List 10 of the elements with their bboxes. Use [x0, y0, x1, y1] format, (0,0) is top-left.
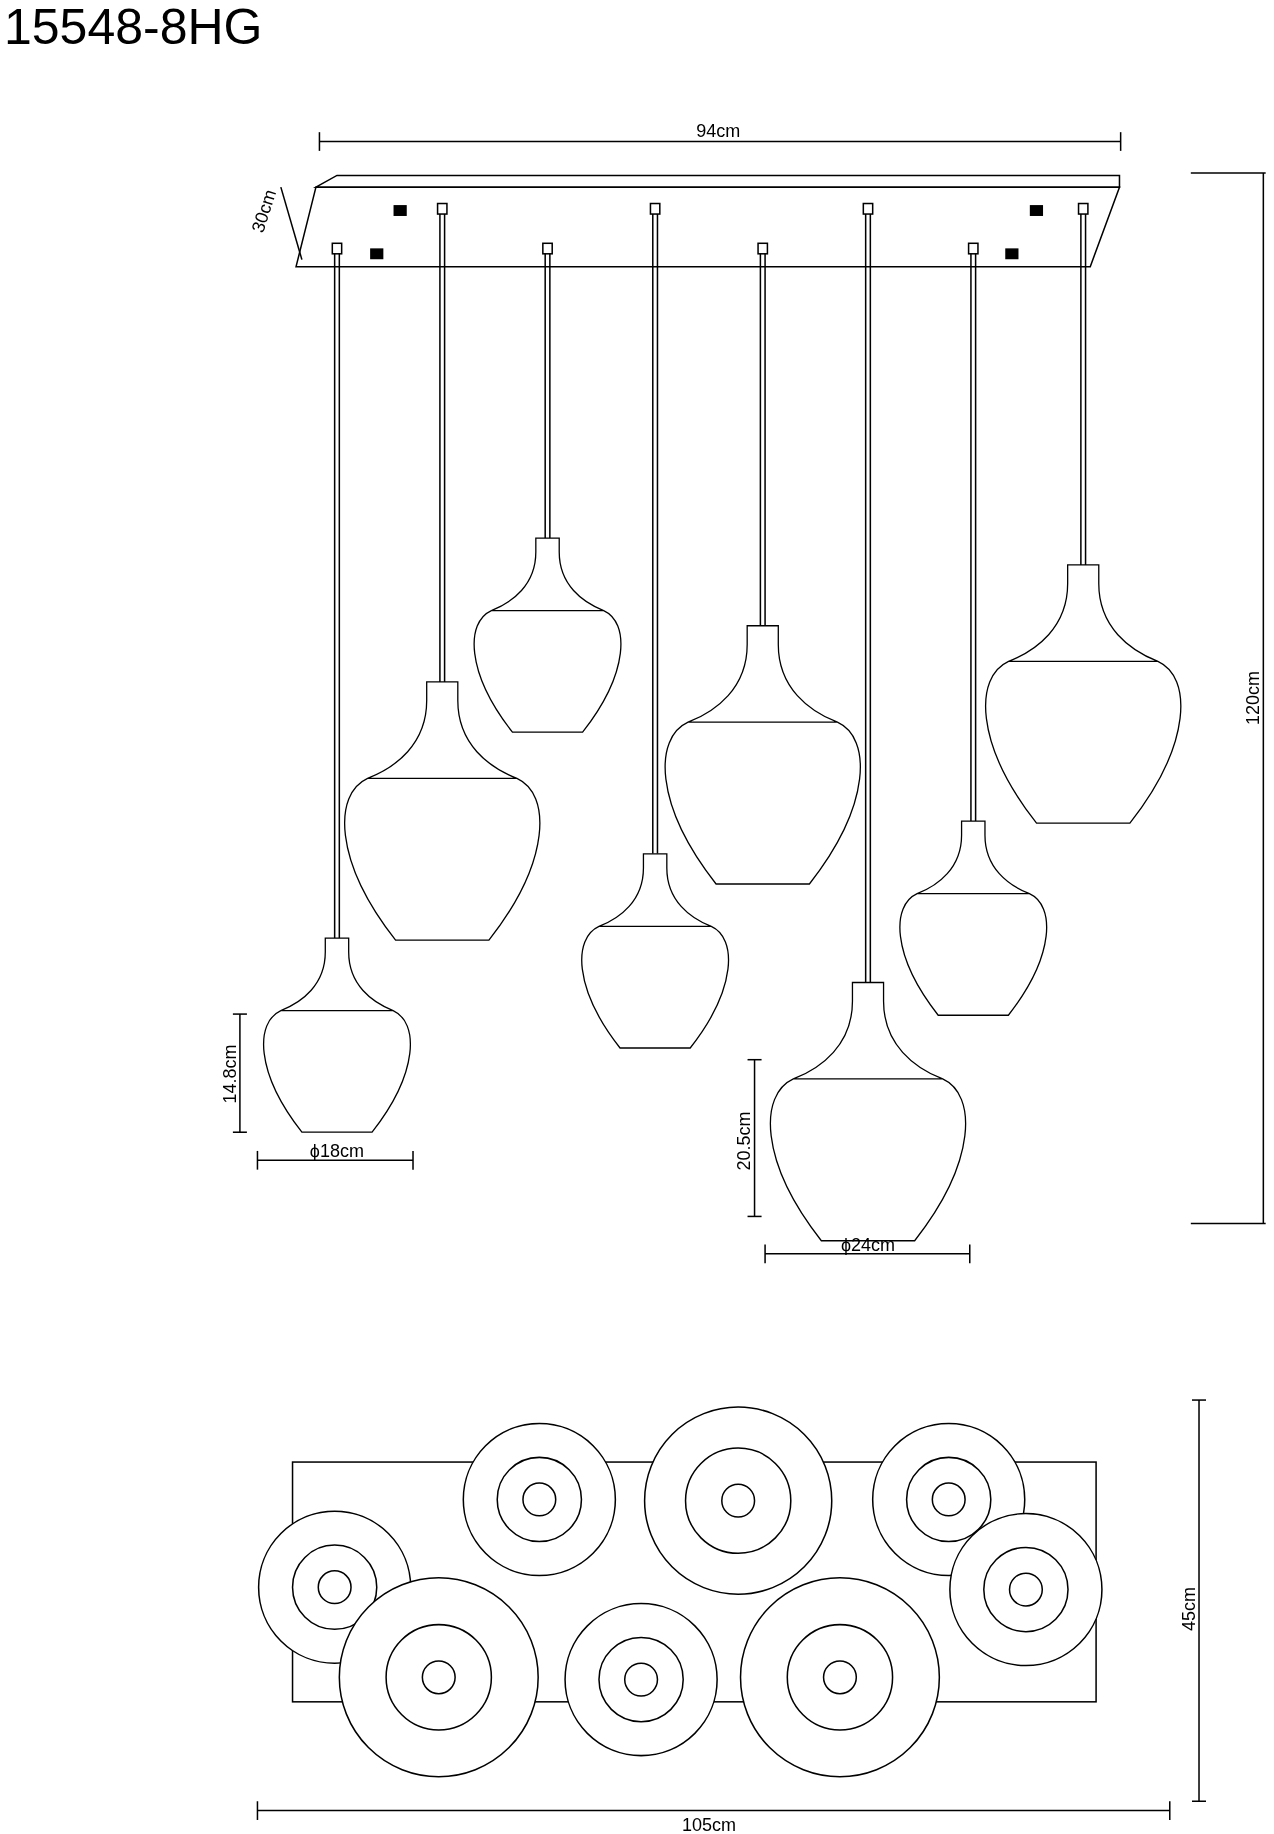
dimension-label: 94cm [696, 122, 741, 140]
dimension-label: 105cm [681, 1816, 736, 1834]
dimension-label: 30cm [249, 186, 280, 235]
dimension-label: ϕ24cm [841, 1235, 896, 1254]
dimension-label: ϕ18cm [309, 1142, 364, 1161]
dimension-label: 120cm [1243, 671, 1262, 726]
dimension-label: 14.8cm [221, 1044, 240, 1104]
title: 15548-8HG [4, 2, 263, 52]
dimension-label: 20.5cm [735, 1111, 754, 1171]
dimension-label: 45cm [1179, 1586, 1198, 1631]
